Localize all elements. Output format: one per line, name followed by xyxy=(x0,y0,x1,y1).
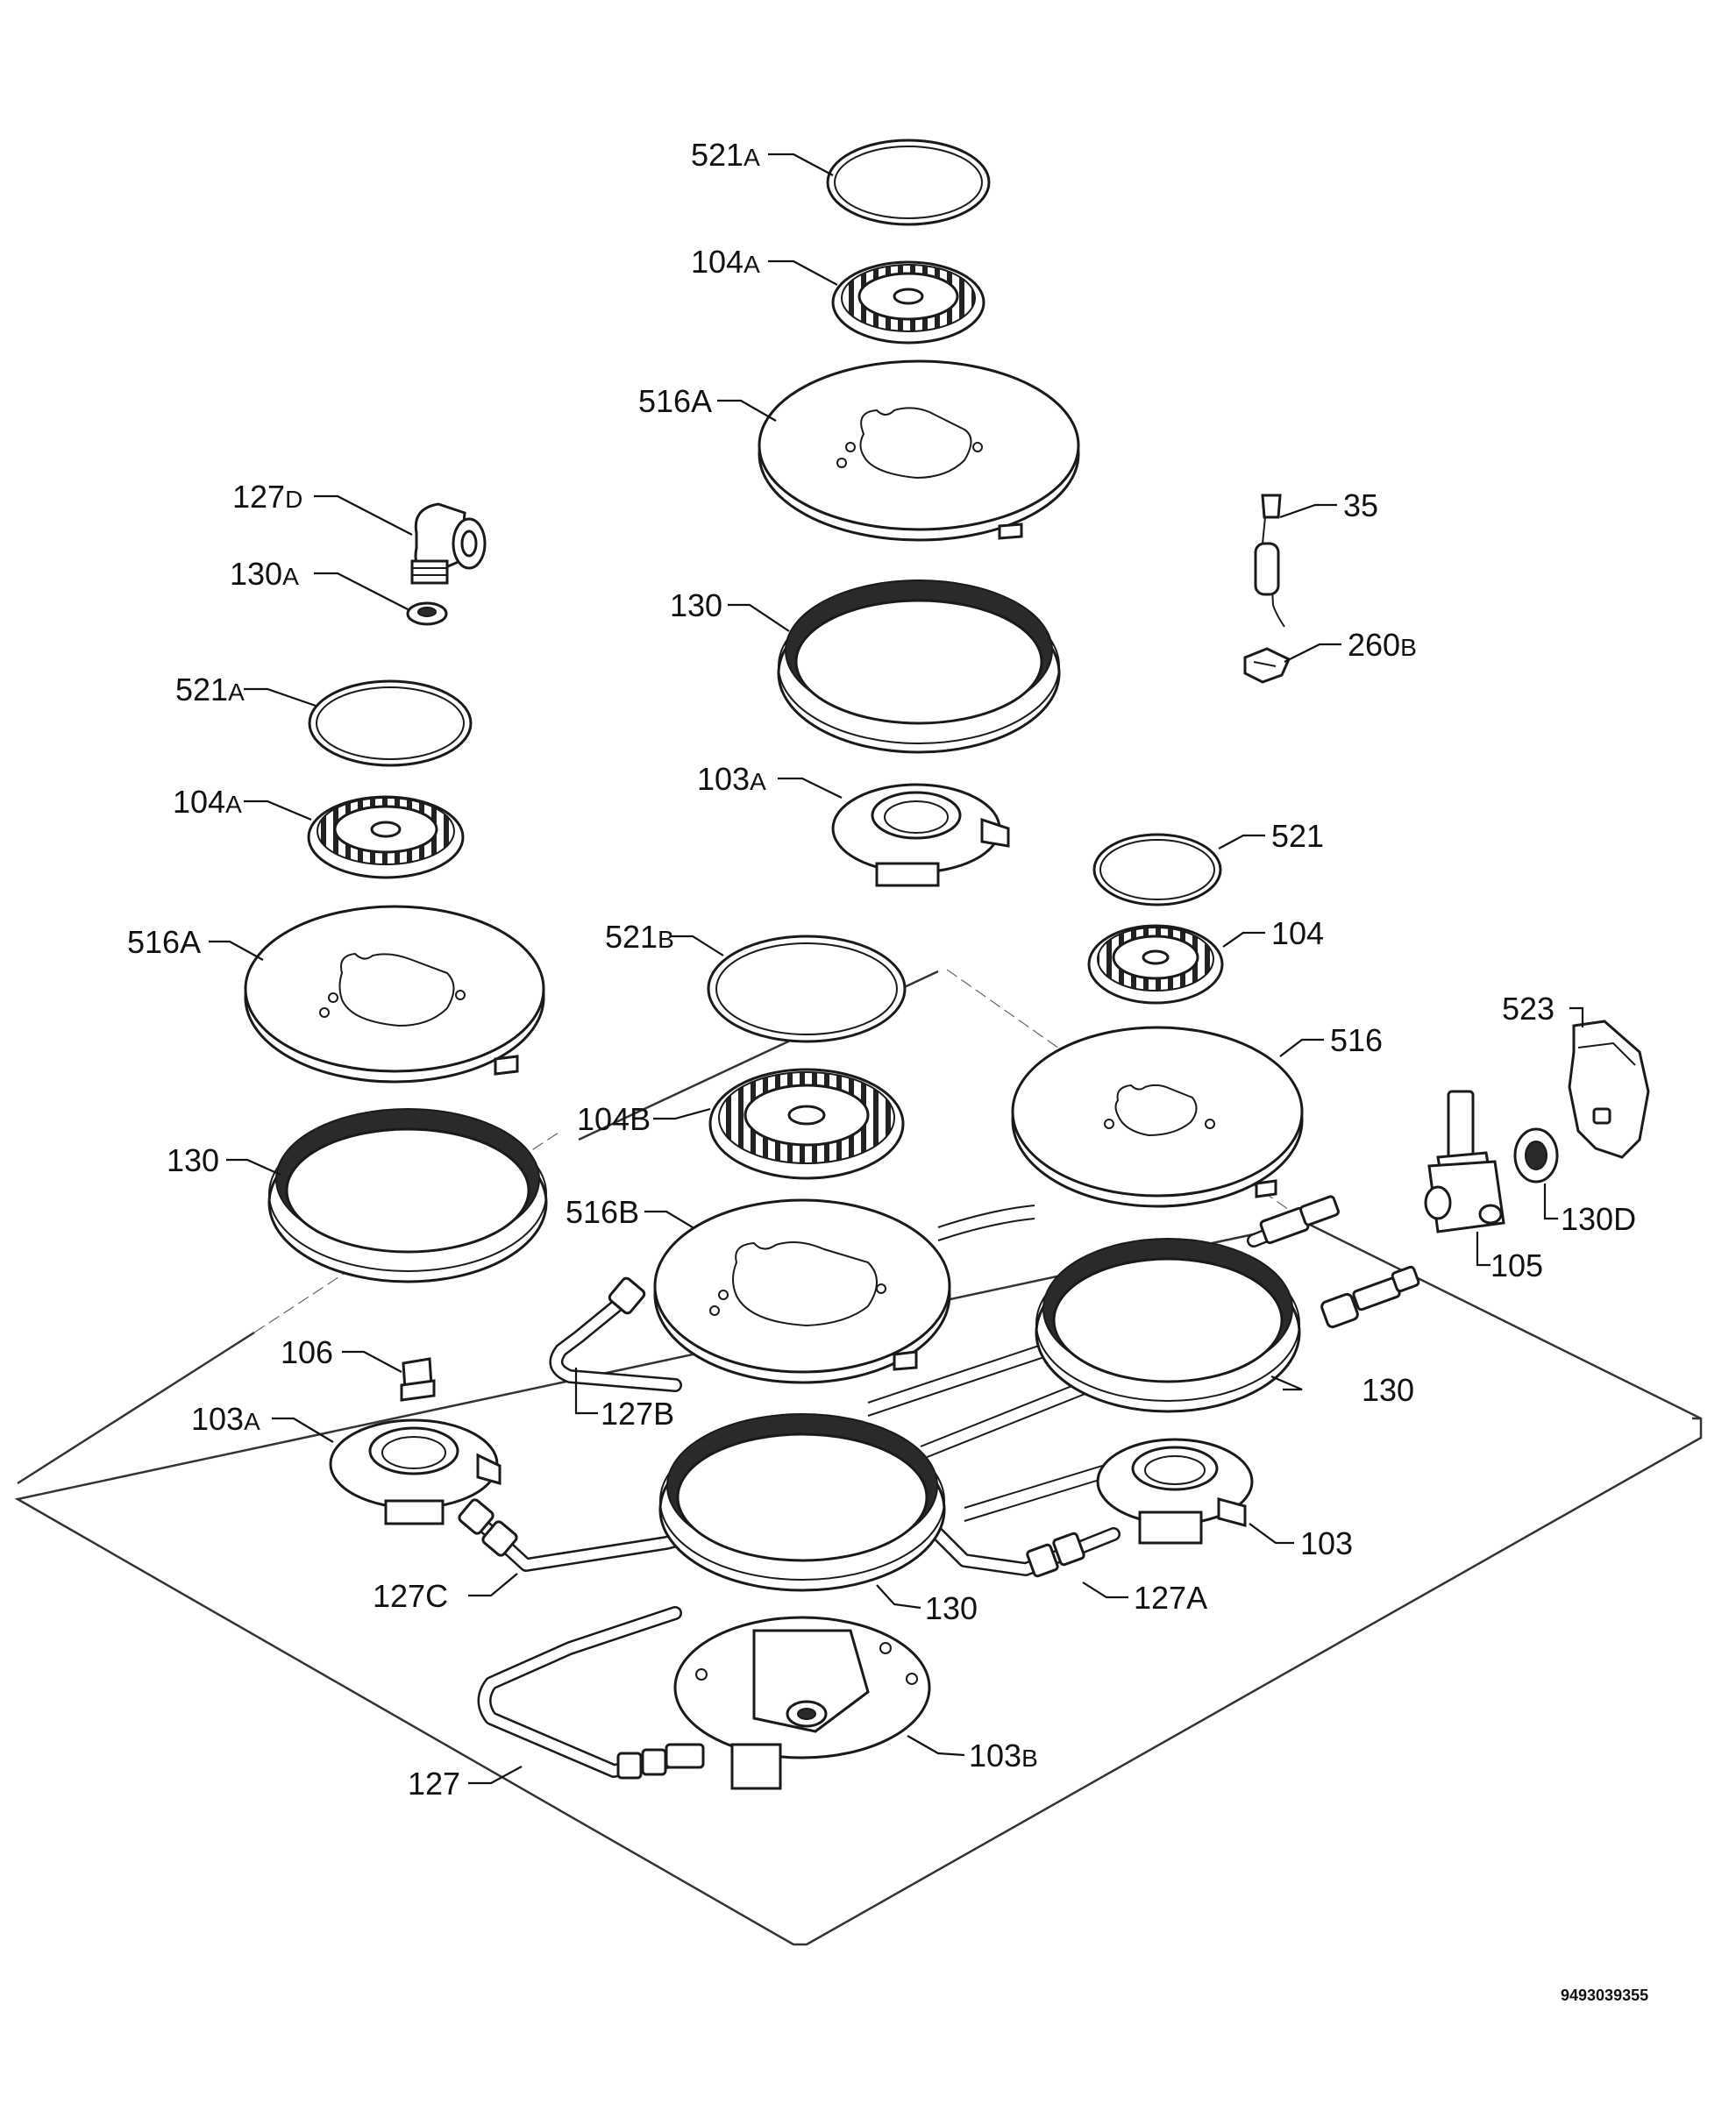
label-521a-top: 521A xyxy=(691,137,760,173)
pan-support-ring-516b xyxy=(653,1198,951,1384)
burner-base-103a-top xyxy=(831,783,1010,887)
label-523: 523 xyxy=(1502,991,1555,1027)
burner-cap-521a-left xyxy=(308,679,473,767)
label-127c: 127C xyxy=(373,1578,448,1614)
thermocouple-35 xyxy=(1254,494,1285,628)
washer-130a xyxy=(406,601,448,626)
label-130-center: 130 xyxy=(925,1590,978,1626)
label-521b: 521B xyxy=(605,919,674,955)
label-103b: 103B xyxy=(969,1738,1038,1773)
label-104: 104 xyxy=(1271,915,1324,951)
label-260b: 260B xyxy=(1348,627,1417,663)
label-127: 127 xyxy=(408,1766,460,1802)
gas-pipe-127b xyxy=(549,1276,682,1392)
burner-cap-521 xyxy=(1092,833,1222,906)
label-103a-top: 103A xyxy=(697,761,766,797)
burner-base-103 xyxy=(1096,1438,1254,1545)
burner-ring-130-left xyxy=(267,1108,548,1283)
label-516: 516 xyxy=(1330,1022,1383,1058)
label-130-left: 130 xyxy=(167,1142,219,1178)
bracket-523 xyxy=(1568,1020,1650,1159)
label-130-top: 130 xyxy=(670,587,722,623)
burner-cap-521b xyxy=(707,935,907,1043)
label-104b: 104B xyxy=(577,1101,651,1137)
label-127a: 127A xyxy=(1134,1580,1207,1616)
flame-spreader-104a-top xyxy=(831,260,985,345)
label-130-right: 130 xyxy=(1362,1372,1414,1408)
label-516a-left: 516A xyxy=(127,924,201,960)
flame-spreader-104a-left xyxy=(307,795,465,879)
gas-pipe-127 xyxy=(477,1606,705,1780)
burner-ring-130-center xyxy=(658,1413,946,1592)
label-35: 35 xyxy=(1343,487,1378,523)
label-106: 106 xyxy=(281,1334,333,1370)
label-130d: 130D xyxy=(1561,1201,1636,1237)
label-127d: 127D xyxy=(232,479,302,515)
label-521: 521 xyxy=(1271,818,1324,854)
burner-cap-521a-top xyxy=(826,139,991,226)
seal-130d xyxy=(1513,1127,1559,1184)
gas-tap-105 xyxy=(1424,1090,1505,1233)
elbow-fitting-127d xyxy=(410,502,487,585)
burner-base-103a-left xyxy=(329,1418,502,1525)
label-127b: 127B xyxy=(601,1396,674,1432)
label-516a-top: 516A xyxy=(638,383,712,419)
callout-labels: 521A 104A 516A 130 103A 127D 130A 521A 1… xyxy=(127,137,1648,2004)
flame-spreader-104b xyxy=(708,1068,905,1180)
label-103: 103 xyxy=(1300,1525,1353,1561)
document-number: 9493039355 xyxy=(1561,1987,1648,2004)
clip-260b xyxy=(1243,647,1291,684)
injector-106 xyxy=(400,1357,436,1402)
pan-support-ring-516 xyxy=(1011,1026,1304,1208)
gas-pipe-rear xyxy=(867,1195,1420,1522)
burner-ring-130-top xyxy=(777,579,1061,754)
label-130a: 130A xyxy=(230,556,299,592)
label-521a-left: 521A xyxy=(175,672,245,707)
label-103a-left: 103A xyxy=(191,1401,260,1437)
label-516b: 516B xyxy=(566,1194,639,1230)
pan-support-ring-516a-left xyxy=(244,905,545,1084)
burner-base-103b xyxy=(673,1616,931,1790)
pan-support-ring-516a-top xyxy=(758,359,1080,542)
label-104a-top: 104A xyxy=(691,244,760,280)
burner-ring-130-right xyxy=(1035,1238,1301,1413)
label-105: 105 xyxy=(1491,1247,1543,1283)
leader-lines xyxy=(209,153,1584,1785)
flame-spreader-104 xyxy=(1087,924,1224,1005)
label-104a-left: 104A xyxy=(173,784,242,820)
gas-pipe-127a xyxy=(922,1518,1121,1578)
